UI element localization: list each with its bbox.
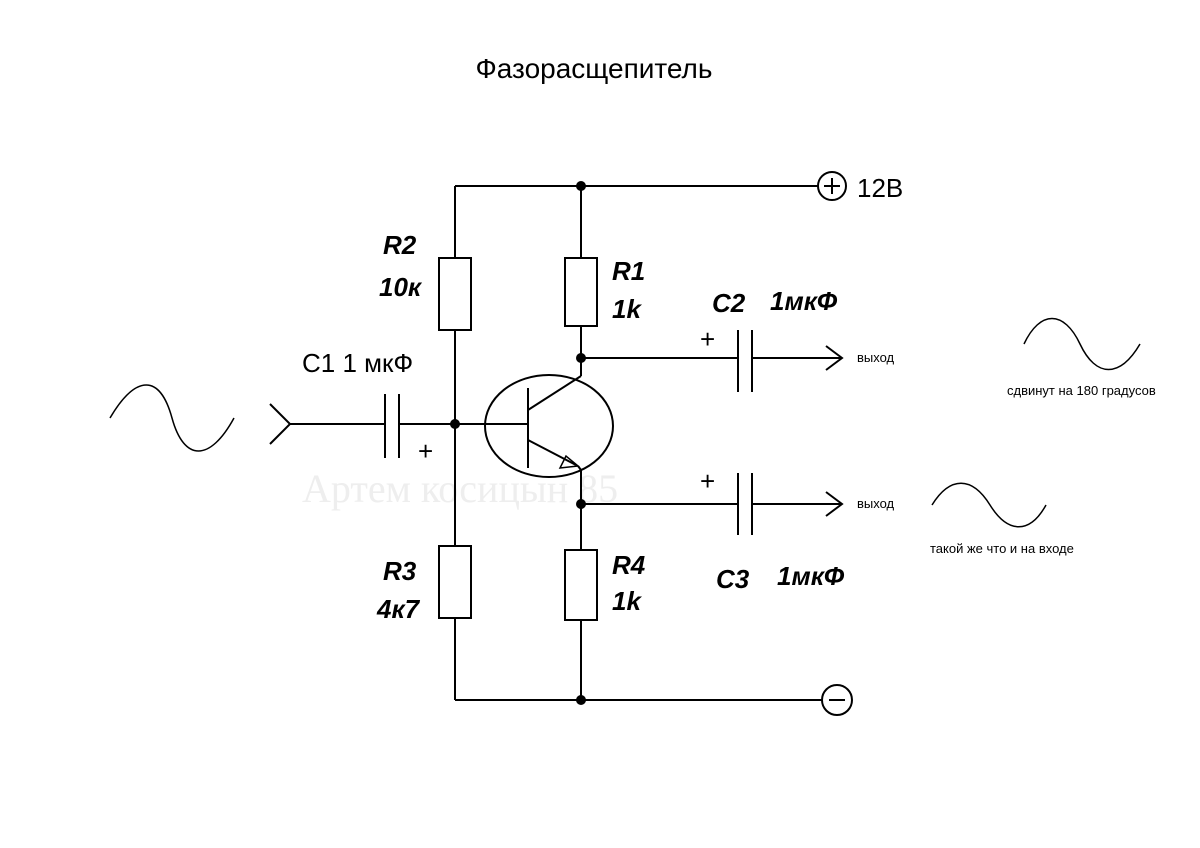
r2-name: R2 [383,230,417,260]
c2-value: 1мкФ [770,286,838,316]
c3-polarity-mark: + [700,466,715,496]
output-bottom-note: такой же что и на входе [930,541,1074,556]
watermark: Артем косицын 85 [302,466,618,511]
top-rail [454,181,818,258]
r2-value: 10к [379,272,423,302]
resistor-r2 [438,257,472,331]
c1-polarity-mark: + [418,436,433,466]
diagram-title: Фазорасщепитель [476,53,713,84]
output-top-note: сдвинут на 180 градусов [1007,383,1156,398]
resistor-r3 [438,545,472,619]
output-bottom-wave-icon [931,482,1047,528]
c3-value: 1мкФ [777,561,845,591]
r3-value: 4к7 [376,594,421,624]
r3-name: R3 [383,556,417,586]
capacitor-c1 [384,394,400,458]
junction-dot [576,181,586,191]
junction-dot [576,695,586,705]
capacitor-c3 [737,473,753,535]
r4-value: 1k [612,586,642,616]
emitter-arrow-icon [558,454,580,469]
transistor [484,374,614,478]
supply-voltage-label: 12В [857,173,903,203]
bottom-rail [455,695,822,705]
output-bottom-label: выход [857,496,895,511]
negative-terminal [821,684,853,716]
output-top-label: выход [857,350,895,365]
input-arrow-icon [269,403,292,445]
resistor-r1 [564,257,598,327]
r4-name: R4 [612,550,646,580]
r1-value: 1k [612,294,642,324]
output-arrow-icon [825,345,844,371]
c2-polarity-mark: + [700,324,715,354]
c1-label: С1 1 мкФ [302,348,413,378]
positive-terminal [817,171,847,201]
c2-name: С2 [712,288,746,318]
capacitor-c2 [737,330,753,392]
r1-name: R1 [612,256,645,286]
input-wave-icon [109,384,235,452]
resistor-r4 [564,549,598,621]
output-top-wave-icon [1023,317,1141,371]
c3-name: С3 [716,564,750,594]
output-arrow-icon [825,491,844,517]
